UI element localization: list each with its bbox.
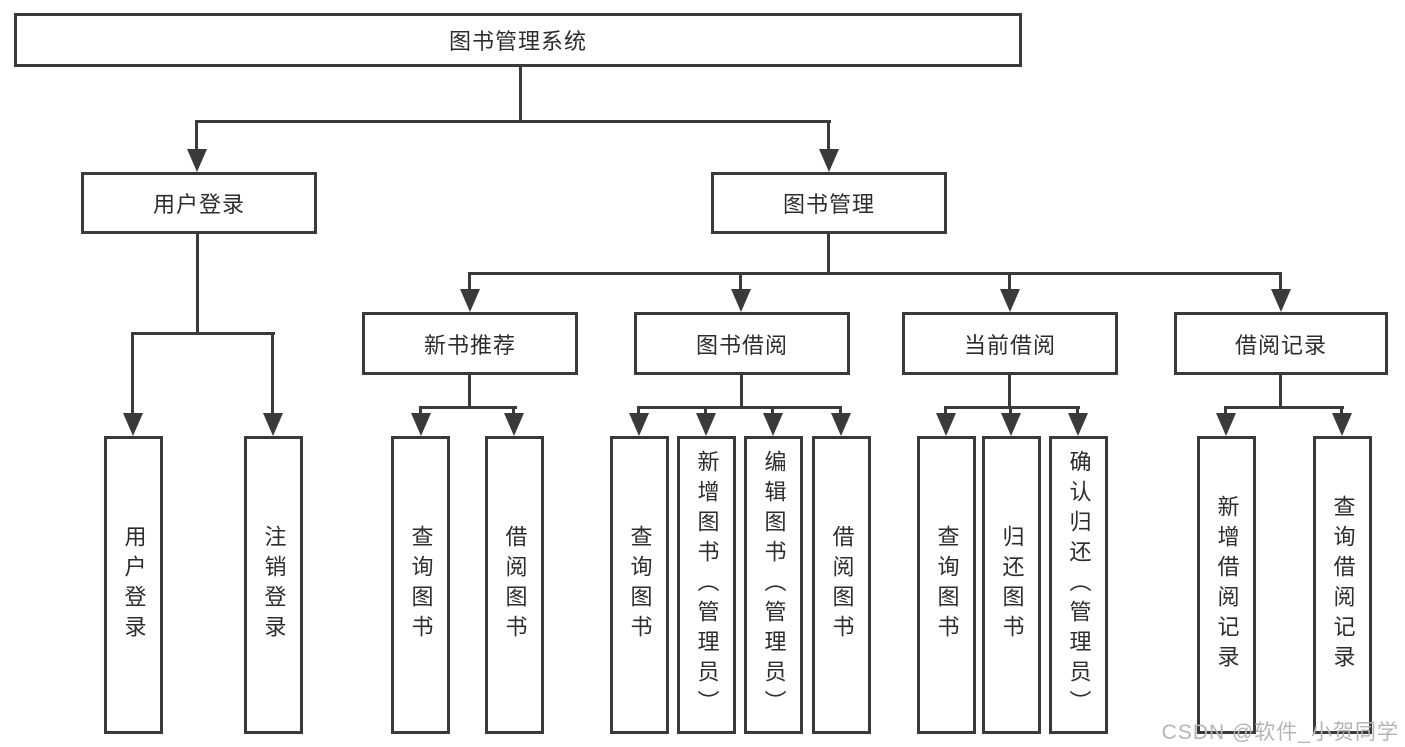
node-root: 图书管理系统 [14,13,1022,67]
node-current-borrow: 当前借阅 [902,312,1118,375]
connector-borrow-record-stem [1279,373,1282,409]
node-borrow-record: 借阅记录 [1174,312,1388,375]
leaf-user-login: 用户登录 [104,436,163,734]
leaf-label: 注销登录 [261,525,287,645]
connector-arrow-stem [195,120,198,152]
connector-book-mgmt-stem [827,232,830,275]
arrowhead-down [460,289,480,312]
connector-arrow-stem [1279,272,1282,294]
connector-arrow-stem [704,406,707,418]
leaf-query-book-2: 查询图书 [610,436,669,734]
connector-user-login-stem [196,232,199,335]
connector-arrow-stem [1008,272,1011,294]
leaf-edit-book-admin: 编辑图书（管理员） [744,436,803,734]
node-label: 新书推荐 [423,332,516,358]
arrowhead-down [504,413,524,436]
leaf-label: 查询图书 [408,525,434,645]
connector-arrow-stem [944,406,947,418]
leaf-query-book-3: 查询图书 [917,436,976,734]
connector-level3-branch [468,272,1281,275]
leaf-label: 新增图书（管理员） [694,450,720,720]
connector-book-borrow-stem [740,373,743,409]
connector-arrow-stem [827,120,830,152]
arrowhead-down [263,413,283,436]
node-book-management: 图书管理 [711,172,947,234]
connector-arrow-stem [1009,406,1012,418]
leaf-query-book-1: 查询图书 [391,436,450,734]
arrowhead-down [936,413,956,436]
node-book-borrow: 图书借阅 [634,312,850,375]
connector-arrow-stem [419,406,422,418]
connector-arrow-stem [512,406,515,418]
leaf-confirm-return-admin: 确认归还（管理员） [1049,436,1108,734]
leaf-label: 归还图书 [999,525,1025,645]
leaf-borrow-book-2: 借阅图书 [812,436,871,734]
arrowhead-down [831,413,851,436]
arrowhead-down [187,149,207,172]
arrowhead-down [1216,413,1236,436]
connector-book-borrow-branch [637,406,842,409]
node-label: 用户登录 [152,192,245,217]
leaf-label: 编辑图书（管理员） [761,450,787,720]
node-label: 图书借阅 [695,332,788,358]
connector-root-stem [519,66,522,122]
node-label: 借阅记录 [1234,332,1327,358]
connector-arrow-stem [771,406,774,418]
leaf-label: 借阅图书 [502,525,528,645]
leaf-label: 查询图书 [934,525,960,645]
leaf-query-borrow-record: 查询借阅记录 [1313,436,1372,734]
arrowhead-down [1001,413,1021,436]
connector-arrow-stem [271,332,274,416]
arrowhead-down [763,413,783,436]
node-label: 当前借阅 [963,332,1056,358]
leaf-return-book: 归还图书 [982,436,1041,734]
arrowhead-down [731,289,751,312]
node-label: 图书管理 [782,192,875,217]
connector-arrow-stem [131,332,134,416]
leaf-label: 查询图书 [627,525,653,645]
connector-arrow-stem [468,272,471,294]
watermark: CSDN @软件_小贺同学 [1161,721,1399,744]
arrowhead-down [1068,413,1088,436]
connector-borrow-record-branch [1224,406,1344,409]
arrowhead-down [629,413,649,436]
connector-arrow-stem [637,406,640,418]
arrowhead-down [123,413,143,436]
arrowhead-down [411,413,431,436]
connector-user-login-branch [131,332,275,335]
connector-arrow-stem [1076,406,1079,418]
arrowhead-down [1000,289,1020,312]
leaf-label: 新增借阅记录 [1214,495,1240,675]
connector-new-book-stem [468,373,471,409]
arrowhead-down [1332,413,1352,436]
connector-arrow-stem [839,406,842,418]
leaf-label: 查询借阅记录 [1330,495,1356,675]
leaf-logout: 注销登录 [244,436,303,734]
connector-arrow-stem [1340,406,1343,418]
connector-current-borrow-stem [1008,373,1011,409]
arrowhead-down [696,413,716,436]
leaf-add-borrow-record: 新增借阅记录 [1197,436,1256,734]
arrowhead-down [819,149,839,172]
node-user-login: 用户登录 [81,172,317,234]
leaf-add-book-admin: 新增图书（管理员） [677,436,736,734]
leaf-label: 用户登录 [121,525,147,645]
node-new-book-recommend: 新书推荐 [362,312,578,375]
connector-arrow-stem [1224,406,1227,418]
connector-arrow-stem [739,272,742,294]
leaf-borrow-book-1: 借阅图书 [485,436,544,734]
node-root-label: 图书管理系统 [448,29,587,54]
connector-level2-branch [195,120,831,123]
leaf-label: 借阅图书 [829,525,855,645]
connector-current-borrow-branch [944,406,1080,409]
arrowhead-down [1271,289,1291,312]
connector-new-book-branch [419,406,517,409]
leaf-label: 确认归还（管理员） [1066,450,1092,720]
